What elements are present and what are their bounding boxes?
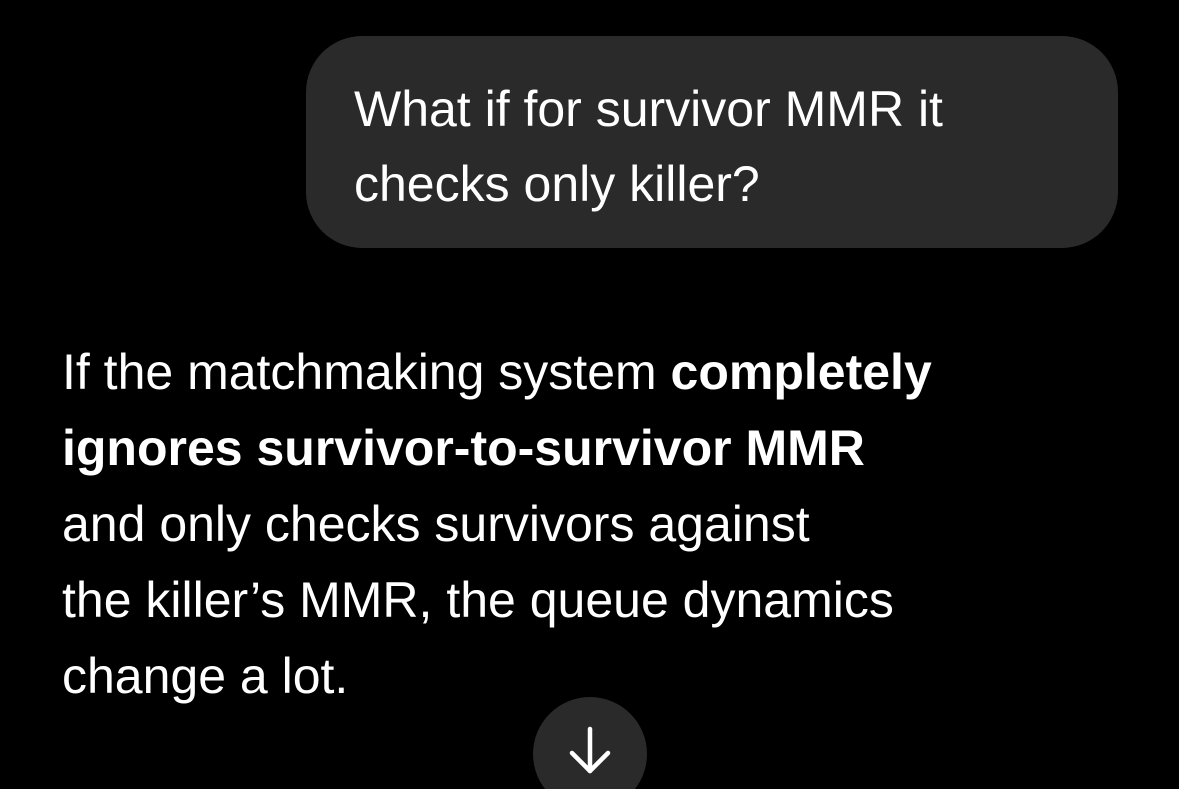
assistant-line-1-plain: If the matchmaking system bbox=[62, 344, 671, 400]
assistant-message-text: If the matchmaking system completely ign… bbox=[62, 334, 1152, 714]
arrow-down-icon bbox=[569, 726, 611, 774]
assistant-line-2-bold: ignores survivor-to-survivor MMR bbox=[62, 420, 865, 476]
user-message-bubble: What if for survivor MMR it checks only … bbox=[306, 36, 1118, 248]
assistant-line-3: and only checks survivors against bbox=[62, 496, 810, 552]
assistant-line-5: change a lot. bbox=[62, 648, 349, 704]
user-message-text: What if for survivor MMR it checks only … bbox=[354, 72, 1078, 222]
user-message-line-1: What if for survivor MMR it bbox=[354, 81, 943, 137]
scroll-to-bottom-button[interactable] bbox=[533, 697, 647, 789]
assistant-line-4: the killer’s MMR, the queue dynamics bbox=[62, 572, 894, 628]
assistant-line-1-bold: completely bbox=[670, 344, 932, 400]
user-message-line-2: checks only killer? bbox=[354, 156, 760, 212]
